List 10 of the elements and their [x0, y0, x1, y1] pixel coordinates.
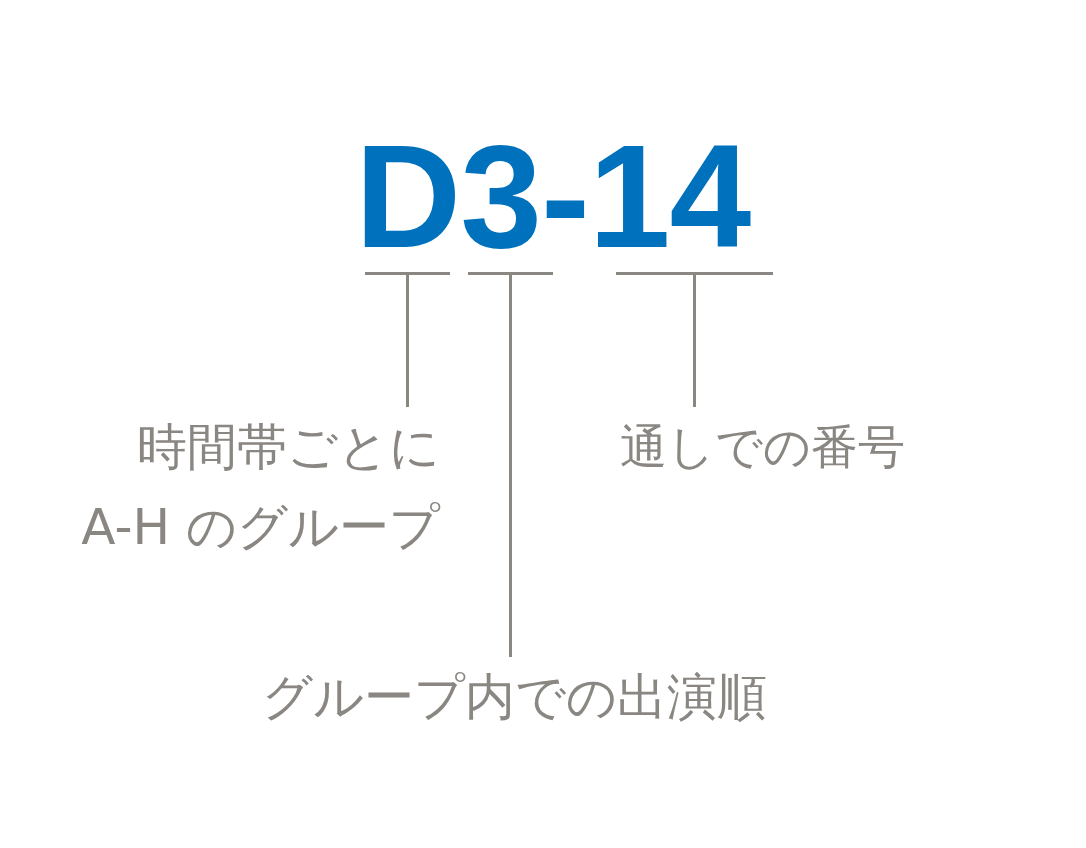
annotation: 通しでの番号: [620, 407, 905, 487]
leader-line: [693, 275, 696, 407]
leader-line: [509, 275, 512, 657]
leader-line: [406, 275, 409, 407]
underline: [616, 272, 773, 275]
annotation: グループ内での出演順: [261, 657, 767, 737]
code-label: D3-14: [355, 138, 751, 256]
underline: [365, 272, 450, 275]
annotation: 時間帯ごとにA-H のグループ: [81, 407, 440, 567]
underline: [468, 272, 553, 275]
